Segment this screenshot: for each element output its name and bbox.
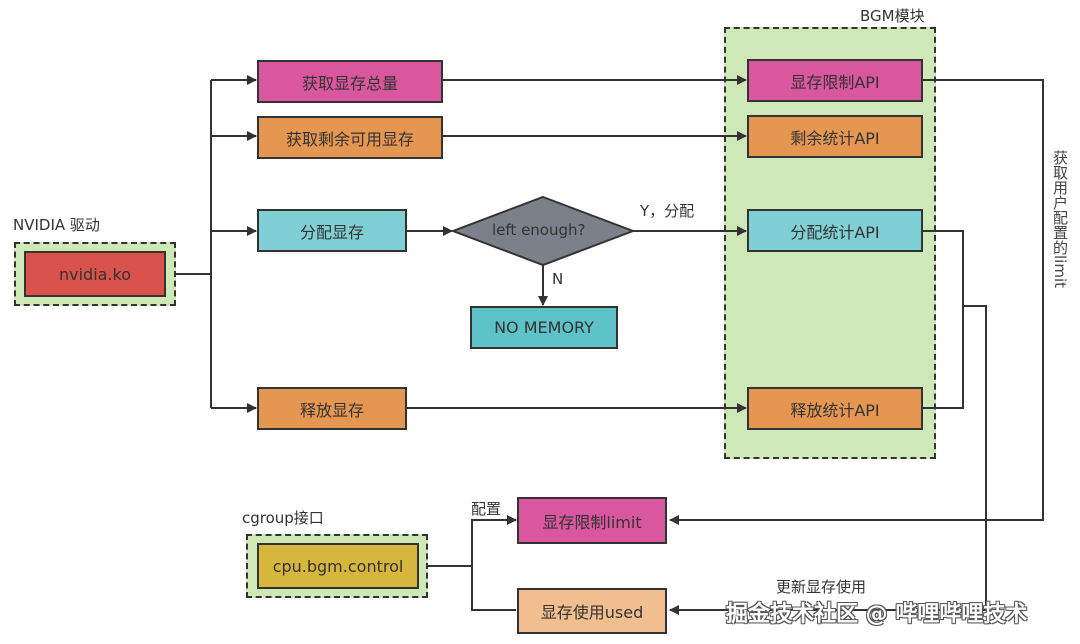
node-used[interactable]: 显存使用used — [517, 588, 667, 634]
node-limit[interactable]: 显存限制limit — [517, 497, 667, 544]
edge-label-no: N — [552, 270, 564, 288]
node-nvidia-ko[interactable]: nvidia.ko — [24, 251, 166, 297]
node-get-total[interactable]: 获取显存总量 — [257, 60, 443, 103]
bgm-group-title: BGM模块 — [860, 7, 925, 25]
node-cpu-bgm-control[interactable]: cpu.bgm.control — [257, 543, 419, 589]
node-api-alloc[interactable]: 分配统计API — [747, 209, 923, 252]
cgroup-group-title: cgroup接口 — [242, 509, 324, 527]
edge-label-config: 配置 — [471, 500, 502, 518]
edge-cgroup-to-limit — [471, 515, 517, 566]
node-api-release[interactable]: 释放统计API — [747, 387, 923, 430]
node-api-limit[interactable]: 显存限制API — [747, 59, 923, 102]
edge-alloc-api-out — [922, 230, 964, 409]
edge-cgroup-to-used — [471, 566, 516, 611]
nvidia-group-title: NVIDIA 驱动 — [13, 216, 100, 234]
edge-stats-to-used — [669, 305, 987, 615]
node-no-memory[interactable]: NO MEMORY — [470, 306, 618, 349]
edge-label-get-limit: 获取用户配置的limit — [1051, 150, 1069, 288]
watermark: 掘金技术社区 @ 哔哩哔哩技术 — [726, 602, 1028, 627]
edge-label-yes: Y，分配 — [640, 202, 695, 220]
decision-diamond — [450, 195, 636, 267]
edge-label-update-used: 更新显存使用 — [776, 578, 867, 596]
node-get-free[interactable]: 获取剩余可用显存 — [257, 116, 443, 159]
node-api-free[interactable]: 剩余统计API — [747, 115, 923, 158]
node-release[interactable]: 释放显存 — [257, 387, 407, 430]
edge-limit-api-out — [669, 79, 1044, 525]
node-alloc[interactable]: 分配显存 — [257, 209, 407, 252]
decision-label: left enough? — [492, 221, 586, 239]
